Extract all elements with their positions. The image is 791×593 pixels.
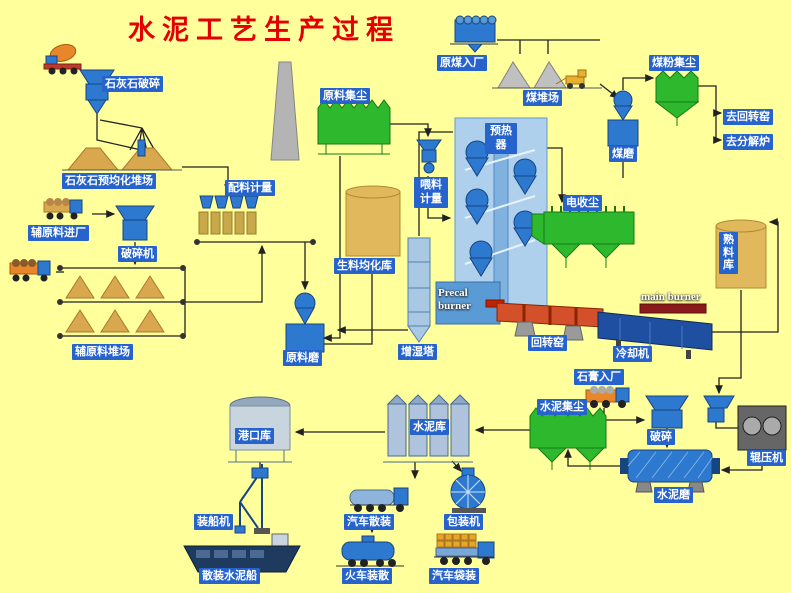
label-esp: 电收尘: [563, 195, 602, 212]
label-cooler: 冷却机: [613, 346, 652, 363]
label-limestone-crushing: 石灰石破碎: [102, 76, 163, 93]
rotary-kiln-icon: [496, 302, 604, 341]
batching-hoppers-icon: [198, 195, 259, 235]
aux-material-yard-icon: [65, 275, 165, 333]
gypsum-truck-icon: [585, 386, 630, 408]
label-cement-dust-collector: 水泥集尘: [537, 399, 587, 416]
label-coal-storage-yard: 煤堆场: [523, 90, 562, 107]
label-raw-mill: 原料磨: [283, 350, 322, 367]
label-roller-press: 辊压机: [747, 450, 786, 467]
label-humidifying-tower: 增湿塔: [398, 344, 437, 361]
label-preheater: 预热器: [485, 123, 517, 154]
limestone-yard-icon: [62, 139, 182, 171]
label-to-rotary-kiln: 去回转窑: [723, 109, 773, 126]
cement-crusher-icon: [645, 395, 689, 429]
label-cement-mill: 水泥磨: [654, 487, 693, 504]
label-raw-coal-entry: 原煤入厂: [437, 55, 487, 72]
chimney-icon: [270, 61, 300, 161]
train-wagon-icon: [336, 535, 404, 567]
label-truck-bulk-loading: 汽车散装: [344, 514, 394, 531]
bag-truck-icon: [434, 533, 495, 565]
flow-lines: [56, 39, 779, 534]
label-to-calciner: 去分解炉: [723, 134, 773, 151]
label-batching-metering: 配料计量: [225, 180, 275, 197]
label-feed-metering: 喂料计量: [414, 177, 448, 208]
label-raw-material-dust-collector: 原料集尘: [320, 88, 370, 105]
roller-press-icon: [737, 405, 787, 451]
raw-meal-silo-icon: [345, 185, 401, 257]
label-coal-dust-collector: 煤粉集尘: [649, 55, 699, 72]
label-ship-loader: 装船机: [194, 514, 233, 531]
label-coal-mill: 煤磨: [609, 146, 637, 163]
coal-tippler-icon: [450, 15, 498, 53]
grate-cooler-icon: [597, 303, 713, 359]
label-precal-burner: Precal burner: [438, 287, 471, 313]
coal-mill-icon: [607, 90, 639, 147]
coal-yard-icon: [492, 61, 602, 89]
label-aux-material-entry: 辅原料进厂: [28, 225, 89, 242]
cement-mill-icon: [620, 449, 720, 493]
label-aux-material-yard: 辅原料堆场: [72, 344, 133, 361]
aux-material-truck-icon: [43, 198, 83, 220]
label-bulk-cement-ship: 散装水泥船: [199, 568, 260, 585]
coal-dust-collector-icon: [654, 70, 700, 126]
label-train-bulk-loading: 火车装散: [342, 568, 392, 585]
roller-feed-hopper-icon: [703, 395, 735, 423]
cement-dust-collector-icon: [529, 407, 607, 470]
aux-crusher-icon: [115, 205, 155, 241]
label-limestone-preblending-yard: 石灰石预均化堆场: [62, 173, 156, 190]
packing-machine-icon: [450, 467, 486, 513]
label-rotary-kiln: 回转窑: [528, 335, 567, 352]
ship-loader-icon: [234, 464, 270, 534]
bulk-truck-icon: [349, 487, 409, 512]
label-packing-machine: 包装机: [444, 514, 483, 531]
label-port-silo: 港口库: [235, 428, 274, 445]
label-cement-silo: 水泥库: [410, 419, 449, 436]
humidifying-tower-icon: [407, 237, 431, 343]
label-main-burner: main burner: [641, 291, 701, 303]
raw-mill-icon: [285, 292, 325, 353]
label-crusher-machine: 破碎机: [118, 246, 157, 263]
label-raw-meal-silo: 生料均化库: [334, 258, 395, 275]
label-crushing: 破碎: [647, 429, 675, 446]
label-truck-bag-loading: 汽车袋装: [429, 568, 479, 585]
diagram-title: 水泥工艺生产过程: [128, 15, 400, 45]
feed-metering-icon: [416, 139, 442, 174]
conveyor-pulleys: [57, 239, 316, 339]
bulk-ship-icon: [183, 533, 301, 573]
mixer-truck-icon: [43, 44, 82, 75]
label-gypsum-entry: 石膏入厂: [574, 369, 624, 386]
raw-material-dust-collector-icon: [317, 99, 391, 155]
aux-material-truck2-icon: [9, 259, 51, 282]
label-clinker-silo: 熟料库: [719, 232, 738, 274]
